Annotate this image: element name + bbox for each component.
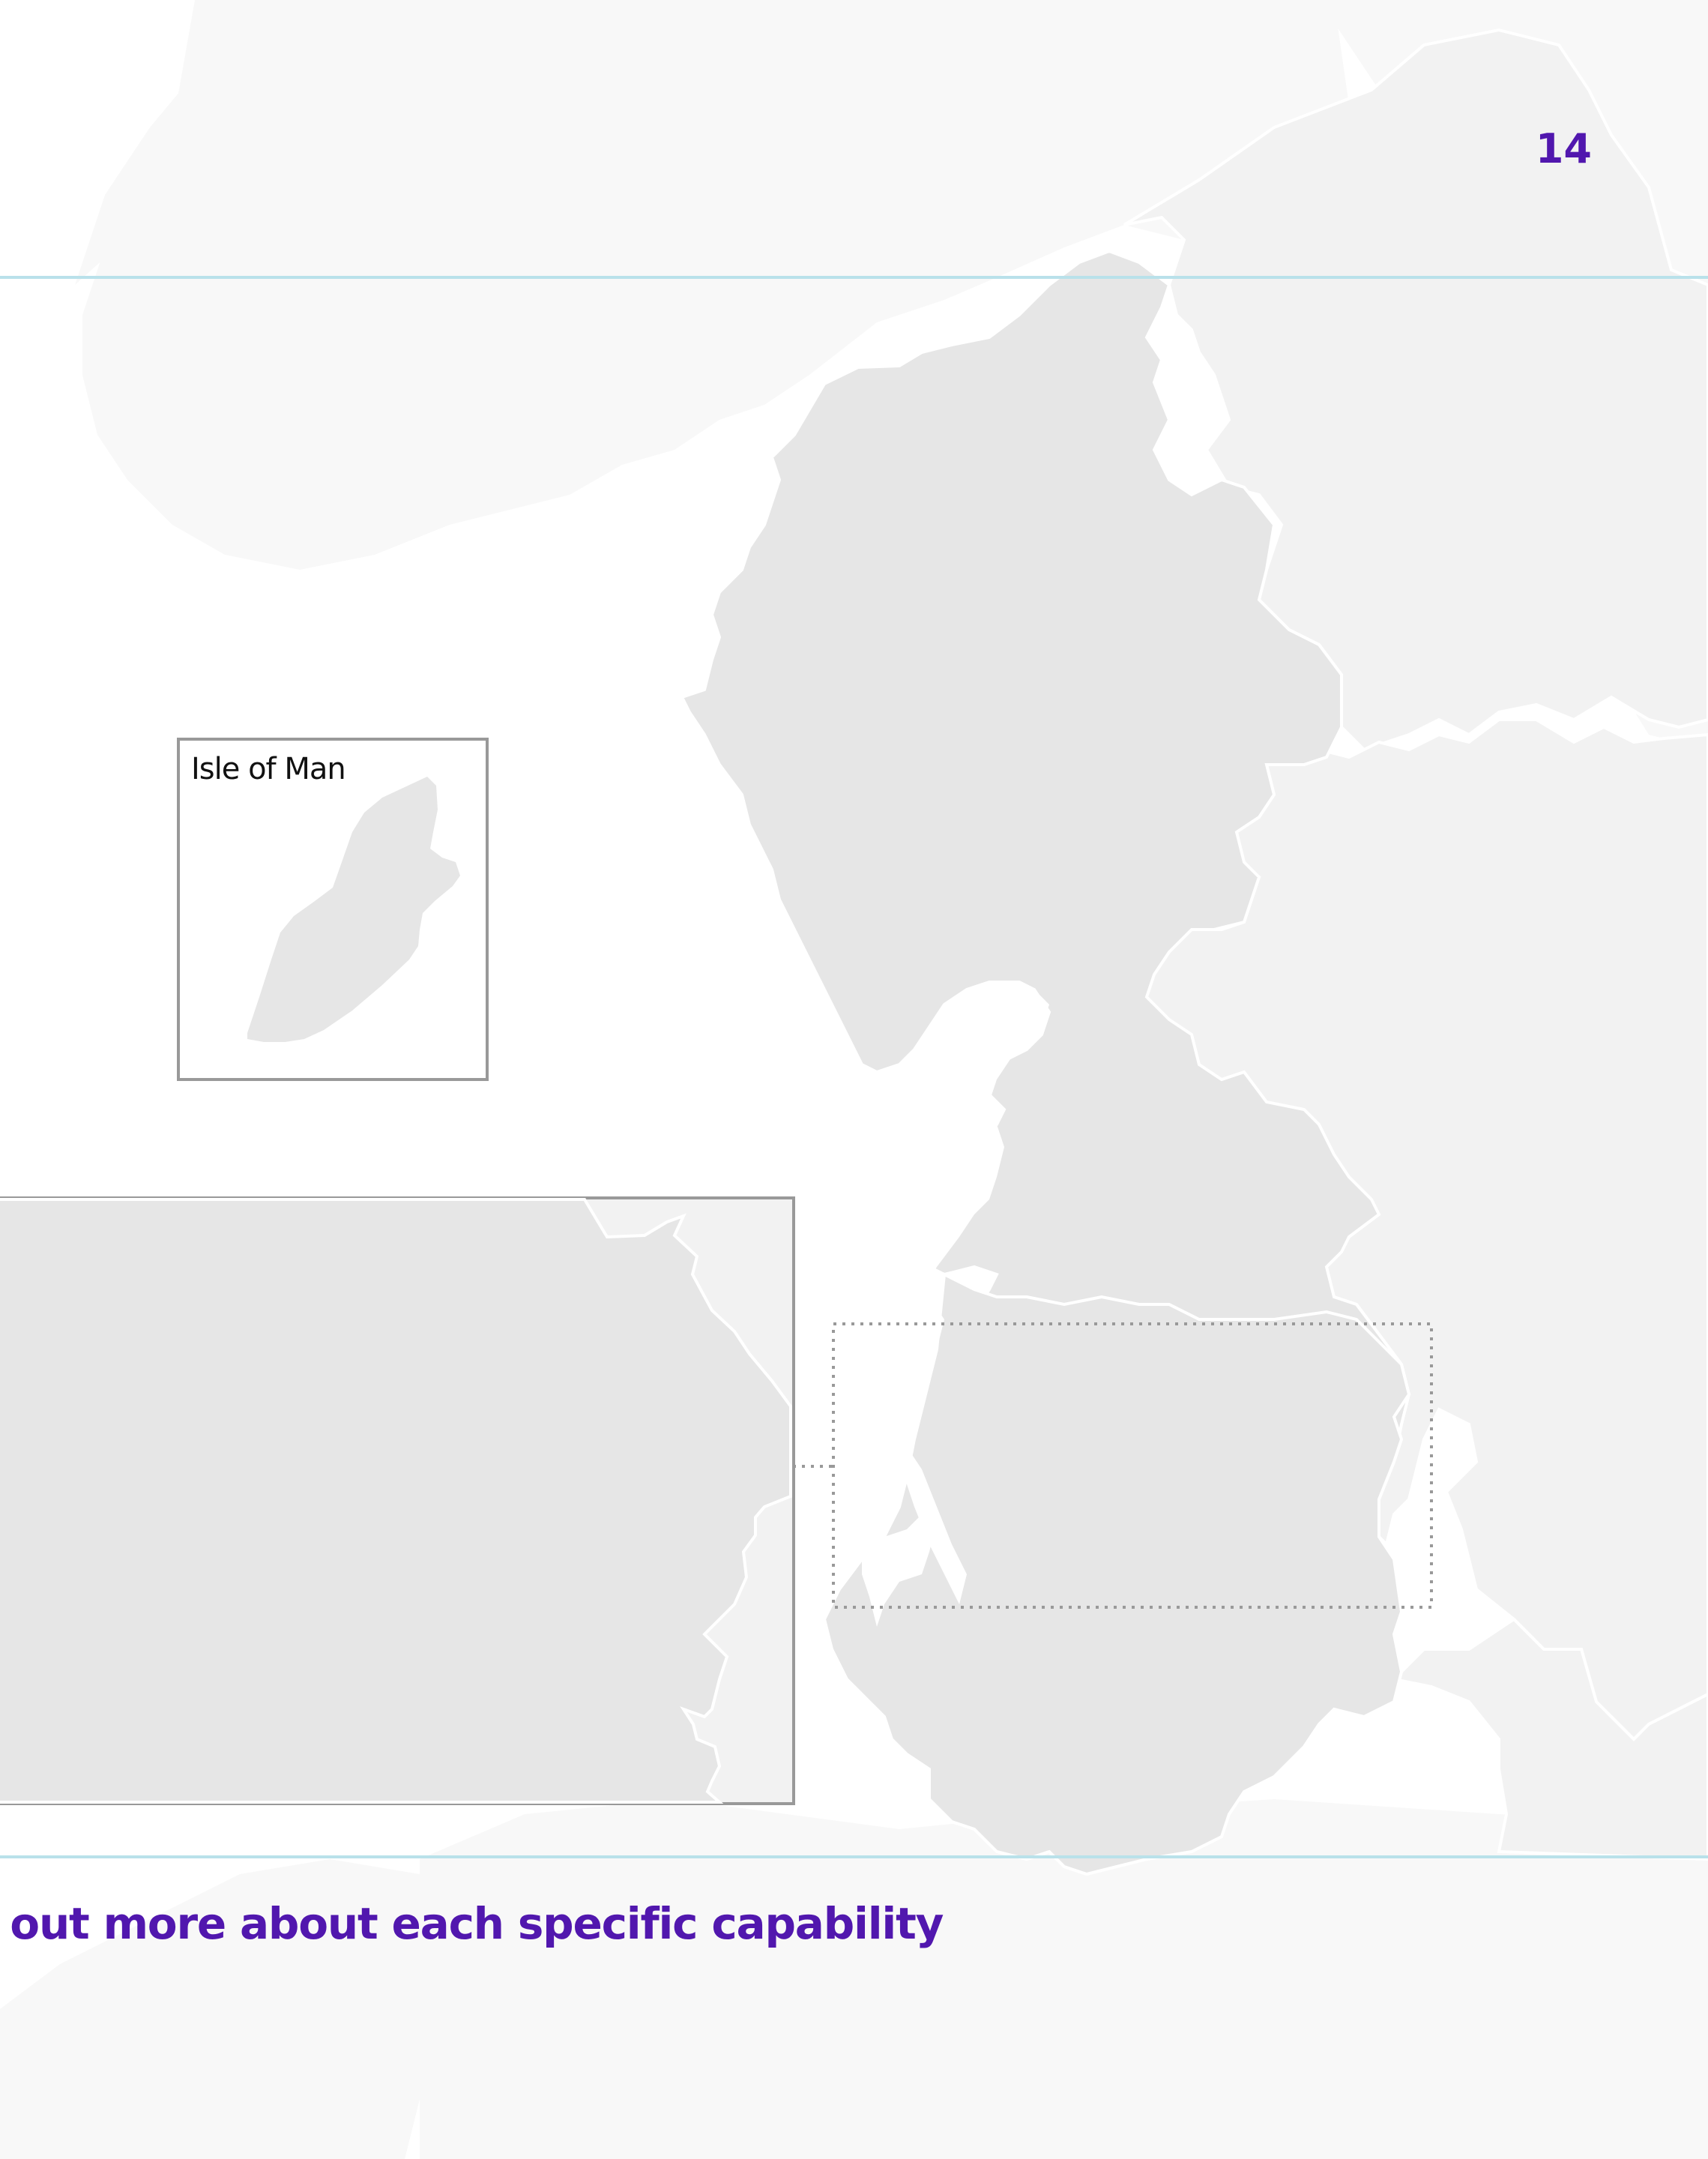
neighbour-region-midlands <box>1390 1617 1708 1861</box>
neighbour-region-north-east <box>1123 28 1708 752</box>
isle-of-man-shape <box>247 777 460 1042</box>
background-land-south <box>420 1799 1708 2159</box>
focus-region-south <box>822 1271 1411 1876</box>
capability-info-link[interactable]: d out more about each specific capabilit… <box>0 1898 944 1949</box>
zoom-selection-box <box>832 1322 1433 1609</box>
zoom-inset-focus-area <box>0 1198 792 1804</box>
background-land-wales <box>0 1859 450 2159</box>
background-land-scotland <box>82 0 1349 570</box>
isle-of-man-label: Isle of Man <box>191 752 346 786</box>
sea-estuary-dee <box>862 1514 937 1627</box>
sea-morecambe-bay <box>877 982 1049 1289</box>
page-number: 14 <box>1535 125 1592 172</box>
